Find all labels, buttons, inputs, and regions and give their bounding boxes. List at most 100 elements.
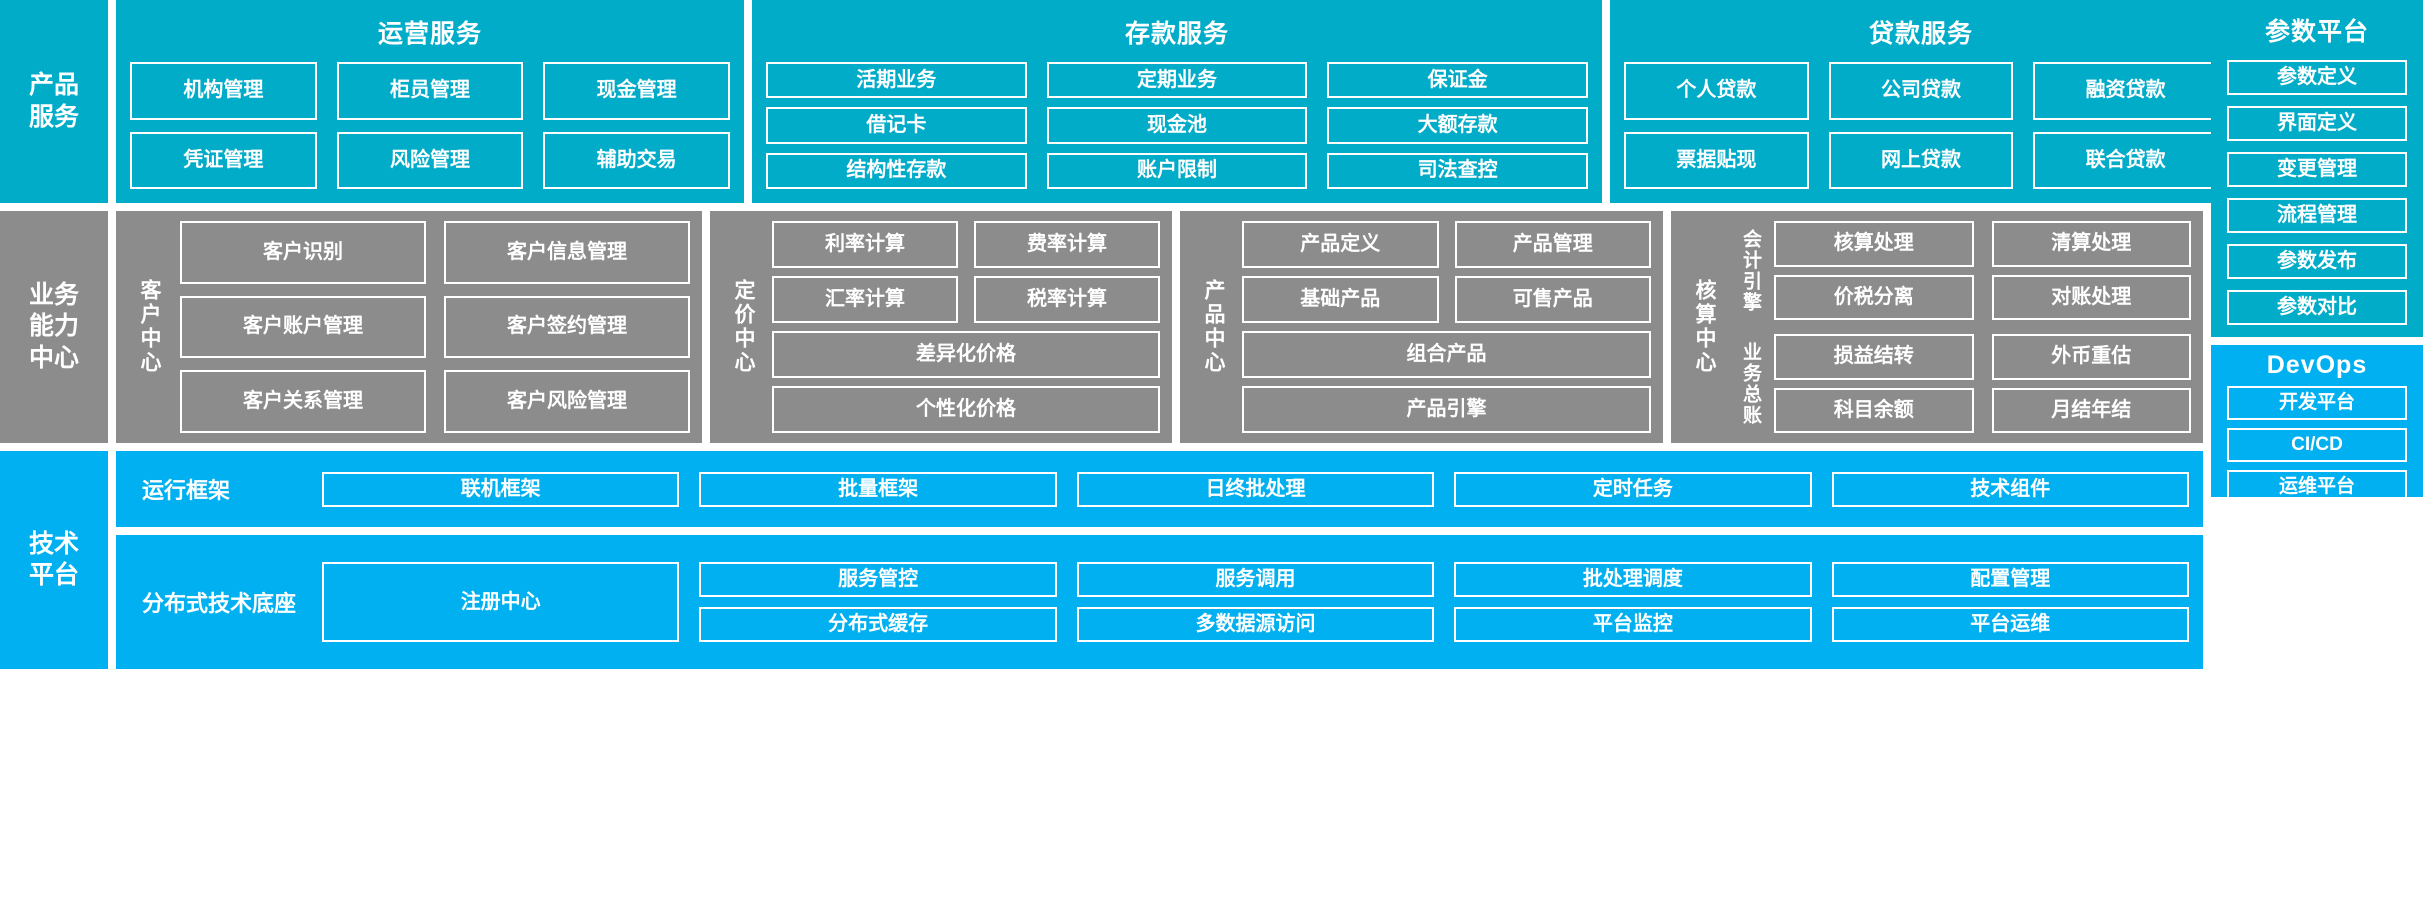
tech-item[interactable]: 服务管控 [699,562,1057,597]
service-item[interactable]: 联合贷款 [2033,131,2218,189]
group-parameter-platform: 参数平台 参数定义 界面定义 变更管理 流程管理 参数发布 参数对比 [2211,0,2423,337]
parameter-item[interactable]: 界面定义 [2227,106,2407,141]
service-item[interactable]: 现金管理 [543,62,730,120]
capability-item[interactable]: 清算处理 [1991,221,2191,267]
capability-item[interactable]: 个性化价格 [772,386,1160,433]
parameter-item[interactable]: 参数定义 [2227,60,2407,95]
service-item[interactable]: 机构管理 [130,62,317,120]
center-accounting-body: 会计引擎 核算处理 清算处理 价税分离 对账处理 业务总账 损益结转 外币重估 … [1731,221,2191,433]
subgroup-general-ledger-grid: 损益结转 外币重估 科目余额 月结年结 [1774,334,2191,433]
service-item[interactable]: 个人贷款 [1624,62,1809,120]
tech-item-registry[interactable]: 注册中心 [322,562,680,642]
group-deposit-services-grid: 活期业务 定期业务 保证金 借记卡 现金池 大额存款 结构性存款 账户限制 司法… [766,62,1588,189]
capability-item[interactable]: 科目余额 [1774,387,1974,433]
center-product: 产品中心 产品定义 产品管理 基础产品 可售产品 组合产品 产品引擎 [1180,211,1663,443]
tech-item[interactable]: 平台运维 [1831,607,2189,642]
service-item[interactable]: 网上贷款 [1828,131,2014,189]
center-pricing-body: 利率计算 费率计算 汇率计算 税率计算 差异化价格 个性化价格 [764,221,1160,433]
tech-item[interactable]: 批处理调度 [1454,562,1812,597]
subgroup-general-ledger-caption: 业务总账 [1740,341,1761,426]
capability-item[interactable]: 客户关系管理 [180,370,426,433]
center-pricing-caption: 定价中心 [732,279,755,375]
capability-item[interactable]: 客户签约管理 [444,295,690,359]
capability-item[interactable]: 费率计算 [974,221,1160,268]
capability-item[interactable]: 价税分离 [1774,274,1974,320]
capability-item[interactable]: 外币重估 [1991,334,2191,380]
tech-item[interactable]: 技术组件 [1831,471,2189,507]
subgroup-general-ledger: 业务总账 损益结转 外币重估 科目余额 月结年结 [1731,334,2191,433]
group-deposit-services-title: 存款服务 [1124,20,1229,48]
capability-item[interactable]: 客户风险管理 [444,370,690,433]
capability-item[interactable]: 客户账户管理 [180,295,426,359]
tech-item[interactable]: 多数据源访问 [1076,607,1435,642]
service-item[interactable]: 保证金 [1327,62,1588,99]
capability-item[interactable]: 产品引擎 [1242,386,1651,433]
capability-item[interactable]: 汇率计算 [772,276,958,323]
service-item[interactable]: 票据贴现 [1624,131,1809,189]
group-devops-grid: 开发平台 CI/CD 运维平台 [2227,386,2407,504]
parameter-item[interactable]: 变更管理 [2227,152,2407,187]
center-product-caption: 产品中心 [1202,279,1225,375]
capability-item[interactable]: 客户信息管理 [444,221,690,284]
capability-item[interactable]: 产品管理 [1454,221,1651,268]
center-pricing: 定价中心 利率计算 费率计算 汇率计算 税率计算 差异化价格 个性化价格 [710,211,1172,443]
tech-row-distributed-base-cells: 注册中心 服务管控 服务调用 批处理调度 配置管理 分布式缓存 多数据源访问 平… [322,562,2189,642]
capability-item[interactable]: 产品定义 [1242,221,1439,268]
capability-item[interactable]: 税率计算 [974,276,1160,323]
group-deposit-services: 存款服务 活期业务 定期业务 保证金 借记卡 现金池 大额存款 结构性存款 账户… [752,0,1602,203]
parameter-item[interactable]: 参数对比 [2227,290,2407,325]
capability-item[interactable]: 基础产品 [1242,276,1439,323]
product-service-layer: 产品服务 运营服务 机构管理 柜员管理 现金管理 凭证管理 风险管理 辅助交易 … [0,0,2423,203]
capability-item[interactable]: 组合产品 [1242,331,1651,378]
tech-item[interactable]: 平台监控 [1454,607,1812,642]
capability-item[interactable]: 可售产品 [1454,276,1651,323]
service-item[interactable]: 司法查控 [1327,152,1588,189]
service-item[interactable]: 定期业务 [1046,62,1308,99]
tech-item[interactable]: 分布式缓存 [699,607,1057,642]
service-item[interactable]: 借记卡 [766,107,1027,144]
technology-platform-rows: 运行框架 联机框架 批量框架 日终批处理 定时任务 技术组件 分布式技术底座 注… [116,451,2203,669]
center-customer-body: 客户识别 客户信息管理 客户账户管理 客户签约管理 客户关系管理 客户风险管理 [170,221,690,433]
service-item[interactable]: 辅助交易 [543,131,730,189]
business-capability-layer: 业务能力中心 客户中心 客户识别 客户信息管理 客户账户管理 客户签约管理 客户… [0,211,2423,443]
right-column: 参数平台 参数定义 界面定义 变更管理 流程管理 参数发布 参数对比 DevOp… [2211,0,2423,504]
technology-platform-layer: 技术平台 运行框架 联机框架 批量框架 日终批处理 定时任务 技术组件 分布式技… [0,451,2423,669]
capability-item[interactable]: 差异化价格 [772,331,1160,378]
devops-item[interactable]: 开发平台 [2227,386,2407,420]
capability-item[interactable]: 损益结转 [1774,334,1974,380]
service-item[interactable]: 大额存款 [1327,107,1588,144]
service-item[interactable]: 柜员管理 [336,62,524,120]
layer-label-technology-platform: 技术平台 [0,451,108,669]
tech-item[interactable]: 服务调用 [1076,562,1435,597]
tech-item[interactable]: 联机框架 [322,471,680,507]
capability-item[interactable]: 月结年结 [1991,387,2191,433]
parameter-item[interactable]: 流程管理 [2227,198,2407,233]
devops-item[interactable]: CI/CD [2227,427,2407,462]
center-pricing-grid: 利率计算 费率计算 汇率计算 税率计算 差异化价格 个性化价格 [772,221,1160,433]
tech-item[interactable]: 日终批处理 [1076,471,1435,507]
service-item[interactable]: 凭证管理 [130,131,317,189]
capability-item[interactable]: 核算处理 [1774,221,1974,267]
center-customer-caption: 客户中心 [138,279,161,375]
service-item[interactable]: 活期业务 [766,62,1027,99]
capability-item[interactable]: 客户识别 [180,221,426,284]
group-operation-services-grid: 机构管理 柜员管理 现金管理 凭证管理 风险管理 辅助交易 [130,62,730,189]
group-devops: DevOps 开发平台 CI/CD 运维平台 [2211,345,2423,504]
subgroup-accounting-engine: 会计引擎 核算处理 清算处理 价税分离 对账处理 [1731,221,2191,320]
service-item[interactable]: 风险管理 [336,131,524,189]
tech-item[interactable]: 定时任务 [1454,471,1812,507]
tech-item[interactable]: 批量框架 [699,471,1057,507]
service-item[interactable]: 融资贷款 [2033,62,2218,120]
service-item[interactable]: 结构性存款 [766,152,1027,189]
service-item[interactable]: 现金池 [1046,107,1308,144]
center-accounting: 核算中心 会计引擎 核算处理 清算处理 价税分离 对账处理 业务总账 损益结转 [1671,211,2203,443]
devops-item[interactable]: 运维平台 [2227,469,2407,504]
group-operation-services: 运营服务 机构管理 柜员管理 现金管理 凭证管理 风险管理 辅助交易 [116,0,744,203]
capability-item[interactable]: 利率计算 [772,221,958,268]
service-item[interactable]: 账户限制 [1046,152,1308,189]
tech-item[interactable]: 配置管理 [1831,562,2189,597]
tech-row-distributed-base: 分布式技术底座 注册中心 服务管控 服务调用 批处理调度 配置管理 分布式缓存 … [116,535,2203,669]
capability-item[interactable]: 对账处理 [1991,274,2191,320]
service-item[interactable]: 公司贷款 [1828,62,2014,120]
parameter-item[interactable]: 参数发布 [2227,244,2407,279]
